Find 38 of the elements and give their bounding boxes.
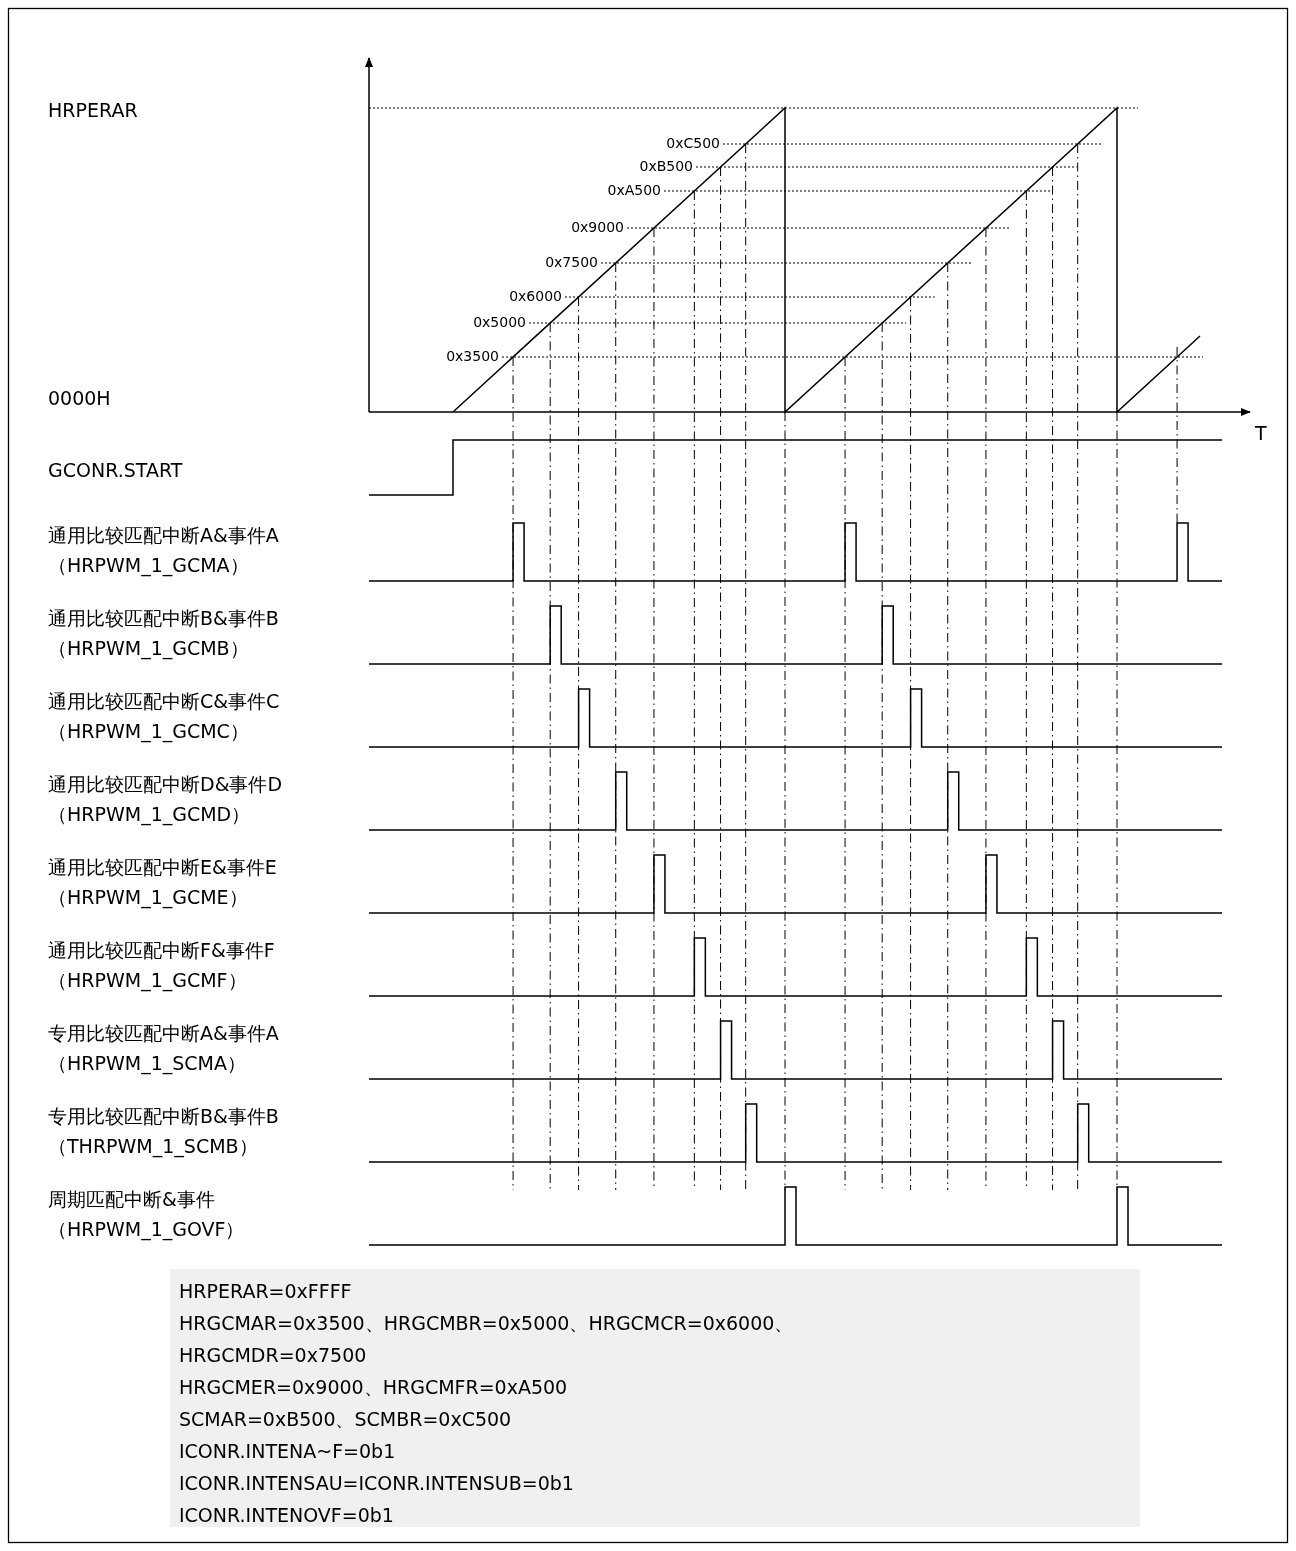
signal-name: 专用比较匹配中断A&事件A: [48, 1024, 279, 1043]
signal-name: 通用比较匹配中断D&事件D: [48, 775, 283, 794]
level-label: 0x7500: [545, 255, 598, 269]
level-label: 0xC500: [666, 136, 720, 150]
note-line: HRGCMER=0x9000、HRGCMFR=0xA500: [179, 1375, 569, 1400]
note-line: HRPERAR=0xFFFF: [179, 1279, 353, 1304]
level-label: 0xA500: [607, 183, 661, 197]
axis-label: 0000H: [48, 389, 111, 408]
signal-name: （HRPWM_1_GCMD）: [48, 805, 251, 824]
signal-name: （HRPWM_1_GCMC）: [48, 722, 249, 741]
signal-name: GCONR.START: [48, 461, 183, 480]
level-label: 0x3500: [446, 349, 499, 363]
signal-name: （HRPWM_1_SCMA）: [48, 1054, 246, 1073]
signal-name: 通用比较匹配中断F&事件F: [48, 941, 275, 960]
note-line: ICONR.INTENOVF=0b1: [179, 1503, 395, 1528]
signal-name: （HRPWM_1_GCMF）: [48, 971, 247, 990]
note-line: HRGCMAR=0x3500、HRGCMBR=0x5000、HRGCMCR=0x6000、: [179, 1311, 795, 1336]
note-line: ICONR.INTENSAU=ICONR.INTENSUB=0b1: [179, 1471, 575, 1496]
note-line: SCMAR=0xB500、SCMBR=0xC500: [179, 1407, 513, 1432]
signal-name: 通用比较匹配中断C&事件C: [48, 692, 280, 711]
signal-name: （HRPWM_1_GCMB）: [48, 639, 249, 658]
level-label: 0x6000: [509, 289, 562, 303]
note-line: ICONR.INTENA~F=0b1: [179, 1439, 397, 1464]
signal-name: 通用比较匹配中断B&事件B: [48, 609, 279, 628]
level-label: 0x9000: [571, 220, 624, 234]
signal-name: （HRPWM_1_GCME）: [48, 888, 248, 907]
level-label: 0x5000: [473, 315, 526, 329]
signal-name: （HRPWM_1_GCMA）: [48, 556, 249, 575]
signal-name: （THRPWM_1_SCMB）: [48, 1137, 258, 1156]
signal-name: 通用比较匹配中断E&事件E: [48, 858, 277, 877]
signal-name: 周期匹配中断&事件: [48, 1190, 215, 1209]
axis-label: T: [1255, 424, 1267, 443]
signal-name: （HRPWM_1_GOVF）: [48, 1220, 245, 1239]
note-line: HRGCMDR=0x7500: [179, 1343, 368, 1368]
signal-name: 专用比较匹配中断B&事件B: [48, 1107, 279, 1126]
signal-name: 通用比较匹配中断A&事件A: [48, 526, 279, 545]
level-label: 0xB500: [639, 159, 693, 173]
axis-label: HRPERAR: [48, 101, 138, 120]
